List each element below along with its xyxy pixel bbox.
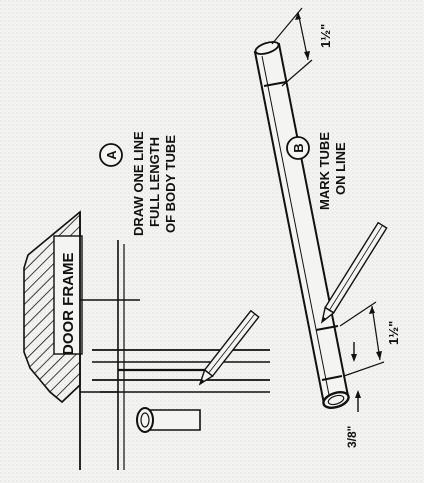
tube-mark [321,375,343,381]
dimension-bottom: 3/8" [345,342,361,448]
step-b-marker: B [291,143,306,152]
door-frame-label: DOOR FRAME [60,253,77,356]
door-frame-label-panel [53,235,83,355]
step-a-callout: A DRAW ONE LINE FULL LENGTH OF BODY TUBE [99,131,178,236]
dimension-bottom-label: 3/8" [345,426,359,448]
tube-mark [315,325,339,331]
dimension-mid: 1½" [339,301,401,377]
dimension-mid-label: 1½" [386,321,401,345]
dimension-top-label: 1½" [318,24,333,48]
step-a-text-line2: FULL LENGTH [147,137,162,227]
step-b-text-line1: MARK TUBE [317,132,332,210]
step-a-marker: A [104,150,119,160]
pencil-b [320,221,388,324]
dimension-top: 1½" [271,7,333,87]
tube-top-cap [254,41,280,55]
door-frame: DOOR FRAME [23,210,270,470]
step-b-callout: B MARK TUBE ON LINE [286,132,348,210]
step-b-marker-circle [286,136,310,160]
tube-mark [263,81,287,87]
step-a-text-line1: DRAW ONE LINE [131,131,146,236]
step-a-marker-circle [99,143,123,167]
pencil-a [198,309,260,386]
tube-end [136,407,201,433]
step-b-text-line2: ON LINE [333,142,348,195]
step-a-text-line3: OF BODY TUBE [163,135,178,233]
tube-highlight-line [261,55,331,401]
